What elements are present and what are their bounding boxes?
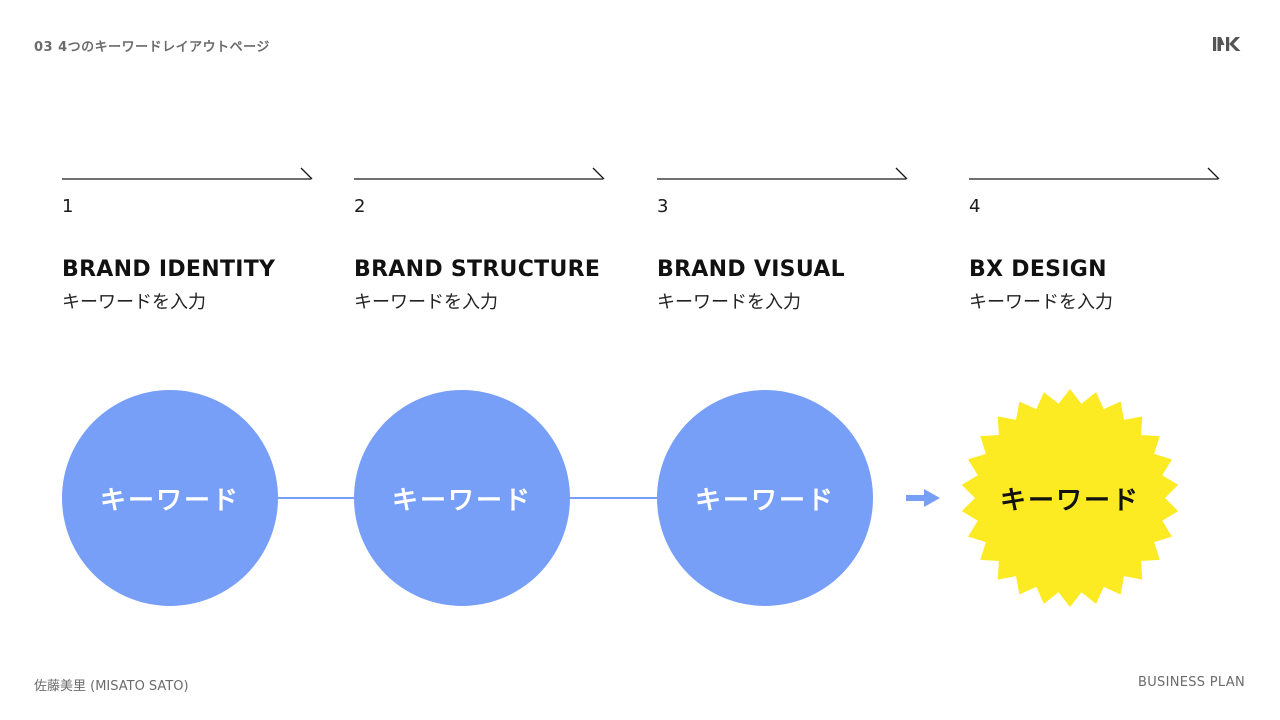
- step-title: BX DESIGN: [969, 257, 1107, 282]
- step-column-4: 4 BX DESIGN キーワードを入力: [969, 165, 1229, 315]
- step-subtitle: キーワードを入力: [354, 292, 498, 313]
- page-title: 03 4つのキーワードレイアウトページ: [34, 40, 270, 55]
- keyword-label: キーワード: [391, 485, 532, 516]
- step-subtitle: キーワードを入力: [969, 292, 1113, 313]
- keyword-circle-3: キーワード: [657, 390, 873, 606]
- right-arrow-icon: [906, 489, 940, 507]
- step-number: 2: [354, 196, 366, 217]
- arrow-line-icon: [354, 167, 605, 180]
- step-subtitle: キーワードを入力: [657, 292, 801, 313]
- step-number: 4: [969, 196, 981, 217]
- arrow-line-icon: [62, 167, 313, 180]
- step-title: BRAND STRUCTURE: [354, 257, 601, 282]
- keyword-label: キーワード: [99, 485, 240, 516]
- keyword-starburst: キーワード: [960, 388, 1180, 608]
- step-number: 3: [657, 196, 669, 217]
- starburst-shape: [961, 389, 1179, 607]
- step-subtitle: キーワードを入力: [62, 292, 206, 313]
- keyword-circle-1: キーワード: [62, 390, 278, 606]
- keyword-label: キーワード: [694, 485, 835, 516]
- keyword-label: キーワード: [999, 485, 1140, 516]
- keyword-circle-2: キーワード: [354, 390, 570, 606]
- step-title: BRAND VISUAL: [657, 257, 845, 282]
- step-title: BRAND IDENTITY: [62, 257, 276, 282]
- author-name: 佐藤美里 (MISATO SATO): [34, 679, 189, 694]
- arrow-line-icon: [969, 167, 1220, 180]
- step-column-3: 3 BRAND VISUAL キーワードを入力: [657, 165, 917, 315]
- step-number: 1: [62, 196, 74, 217]
- step-column-1: 1 BRAND IDENTITY キーワードを入力: [62, 165, 322, 315]
- arrow-line-icon: [657, 167, 908, 180]
- document-name: BUSINESS PLAN: [1138, 675, 1245, 690]
- mk-logo-icon: [1213, 37, 1241, 51]
- step-column-2: 2 BRAND STRUCTURE キーワードを入力: [354, 165, 614, 315]
